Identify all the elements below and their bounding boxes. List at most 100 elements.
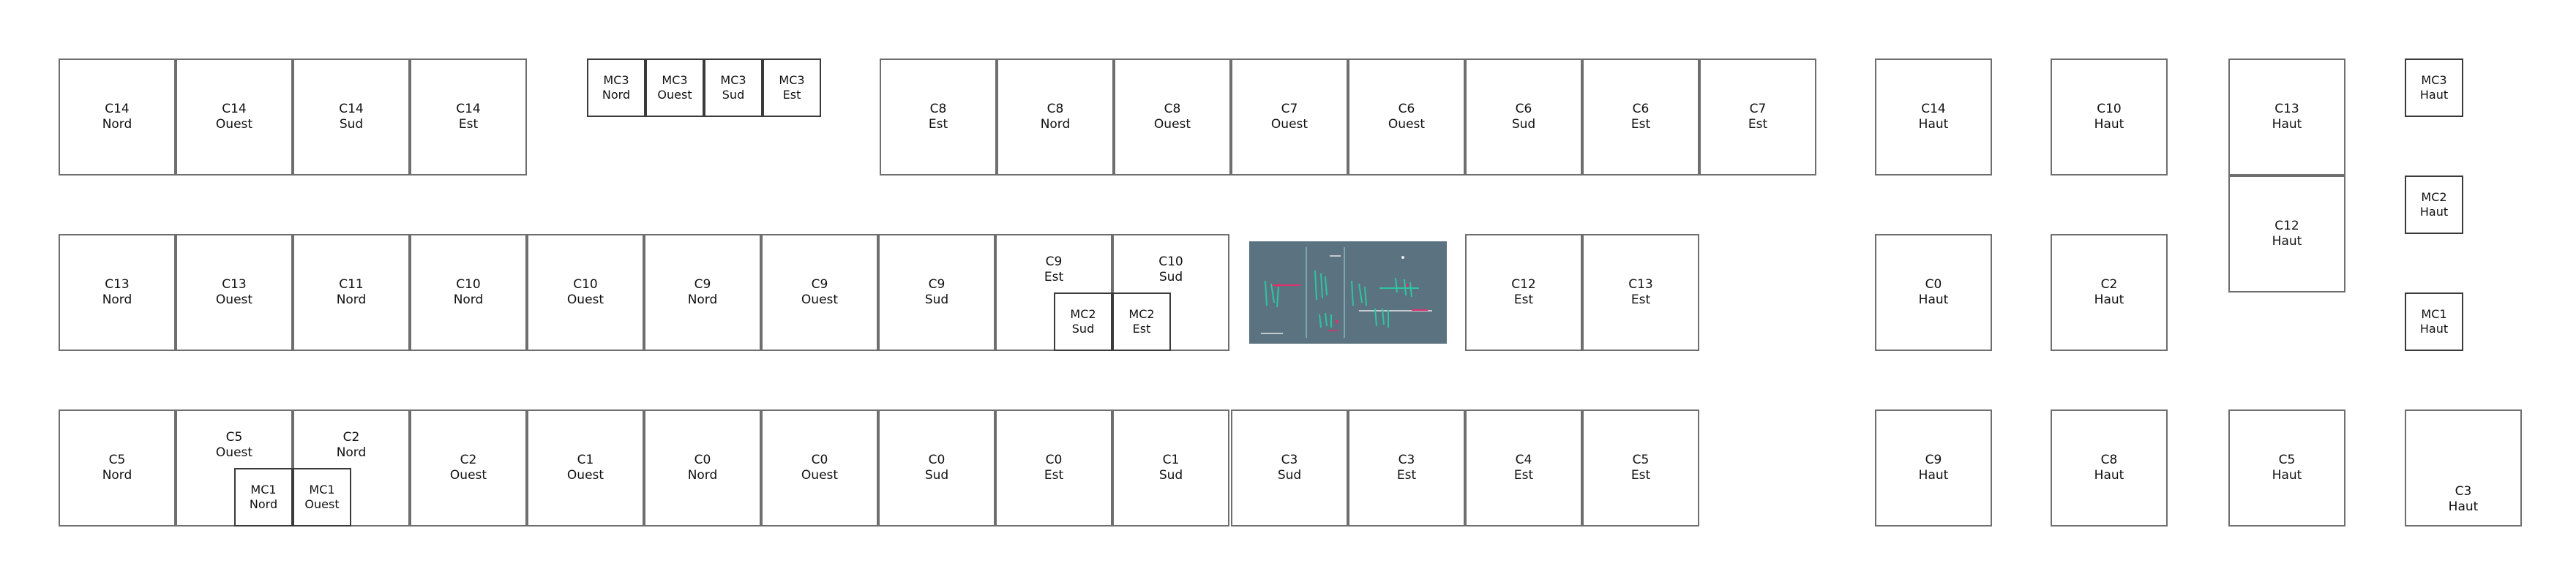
tile-id-label: C8 <box>2100 453 2118 467</box>
tile-id-label: C4 <box>1515 453 1532 467</box>
tile-side-label: Est <box>1630 117 1651 132</box>
tile-id-label: C14 <box>222 102 247 116</box>
tile-side-label: Ouest <box>566 468 604 483</box>
tile-side-label: Sud <box>722 88 745 102</box>
tile-id-label: C5 <box>108 453 126 467</box>
tile-side-label: Est <box>1132 322 1151 336</box>
tile-side-label: Nord <box>336 292 367 307</box>
tile-id-label: C14 <box>105 102 130 116</box>
tile-id-label: C6 <box>1632 102 1650 116</box>
tile-side-label: Nord <box>602 88 631 102</box>
tile-side-label: Est <box>458 117 479 132</box>
tile-id-label: C8 <box>1164 102 1181 116</box>
tile-side-label: Nord <box>249 497 278 511</box>
tile-id-label: C14 <box>456 102 481 116</box>
preview-thumbnail <box>1249 241 1447 344</box>
tile-side-label: Ouest <box>1388 117 1426 132</box>
tile-side-label: Est <box>1630 292 1651 307</box>
tile-id-label: C12 <box>2274 219 2299 233</box>
tile-side-label: Est <box>928 117 948 132</box>
tile-id-label: C13 <box>105 277 130 292</box>
tile-id-label: C1 <box>1162 453 1180 467</box>
tile-side-label: Haut <box>2272 234 2302 249</box>
tile-side-label: Haut <box>2094 117 2124 132</box>
tile-id-label: C8 <box>1046 102 1064 116</box>
tile-id-label: C3 <box>1398 453 1415 467</box>
tile-side-label: Ouest <box>566 292 604 307</box>
tile-side-label: Haut <box>1918 117 1949 132</box>
tile-id-label: C1 <box>577 453 594 467</box>
tile-side-label: Nord <box>1040 117 1071 132</box>
tile-id-label: C5 <box>225 430 243 445</box>
tile-side-label: Haut <box>2419 205 2449 219</box>
tile-side-label: Ouest <box>449 468 487 483</box>
tile-id-label: MC2 <box>1128 307 1155 321</box>
tile-side-label: Haut <box>1918 468 1949 483</box>
tile-side-label: Ouest <box>304 497 340 511</box>
tile-id-label: C9 <box>1925 453 1942 467</box>
tile-id-label: C5 <box>2278 453 2296 467</box>
tile-side-label: Ouest <box>1153 117 1191 132</box>
tile-side-label: Sud <box>1158 270 1183 284</box>
tile-side-label: Est <box>1513 468 1534 483</box>
tile-side-label: Haut <box>2094 468 2124 483</box>
tile-id-label: MC2 <box>1070 307 1096 321</box>
tile-side-label: Sud <box>339 117 364 132</box>
tile-id-label: C0 <box>1925 277 1942 292</box>
tile-side-label: Haut <box>2448 499 2479 514</box>
tile-side-label: Est <box>1748 117 1768 132</box>
tile-side-label: Nord <box>687 292 718 307</box>
tile-side-label: Est <box>1630 468 1651 483</box>
tile-id-label: C6 <box>1515 102 1532 116</box>
tile-id-label: MC3 <box>662 73 688 87</box>
tile-id-label: C3 <box>2455 484 2472 499</box>
tile-id-label: C2 <box>342 430 360 445</box>
tile-id-label: C3 <box>1281 453 1298 467</box>
tile-side-label: Nord <box>687 468 718 483</box>
tile-side-label: Sud <box>1071 322 1095 336</box>
tile-id-label: C0 <box>1045 453 1063 467</box>
tile-id-label: C0 <box>811 453 828 467</box>
tile-side-label: Sud <box>1511 117 1536 132</box>
tile-id-label: C2 <box>460 453 477 467</box>
tile-id-label: C10 <box>2097 102 2122 116</box>
